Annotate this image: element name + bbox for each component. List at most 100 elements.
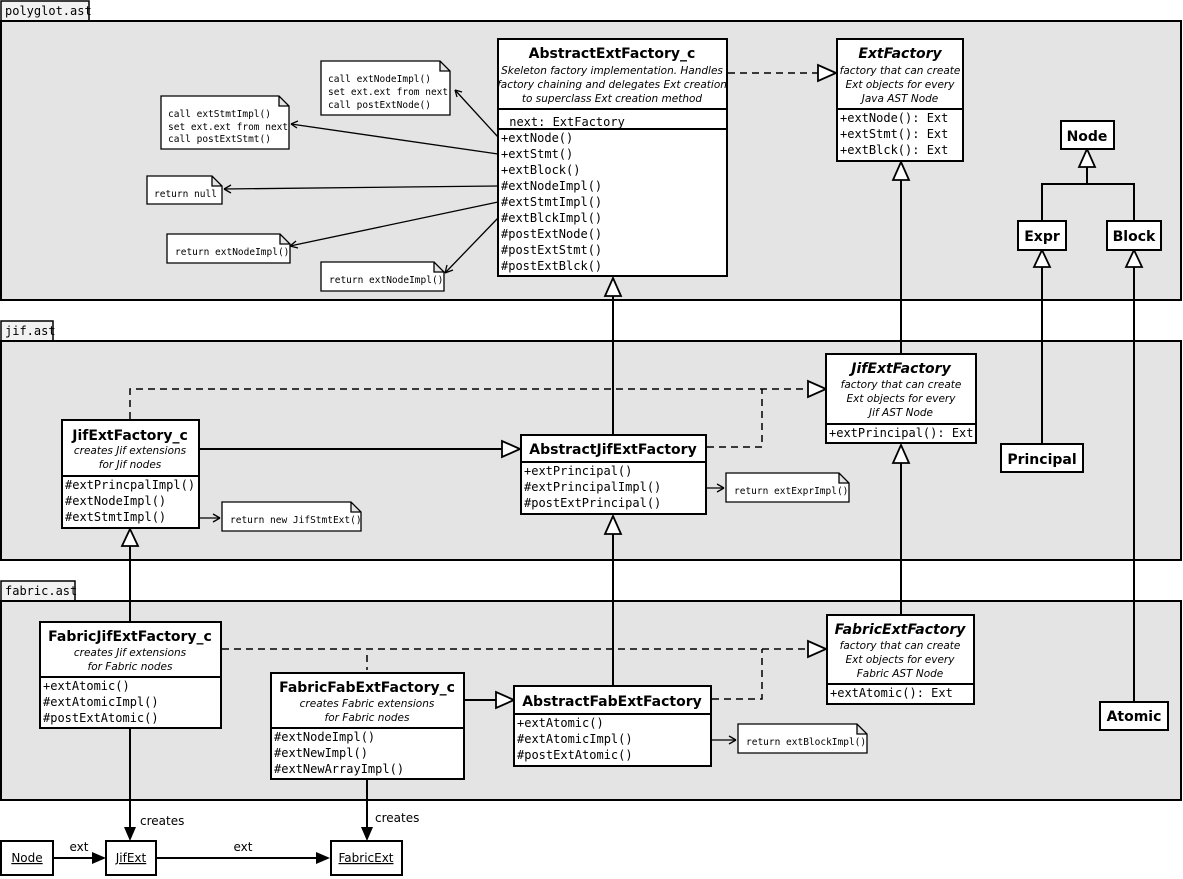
interface-method: +extPrincipal(): Ext (829, 426, 974, 440)
note-connector (223, 185, 499, 190)
note-line: return extExprImpl() (734, 486, 848, 497)
class-method: #extNewArrayImpl() (274, 762, 404, 776)
class-jif-ext-factory-c: JifExtFactory_c creates Jif extensions f… (61, 419, 200, 529)
class-abstract-jif-ext-factory: AbstractJifExtFactory +extPrincipal() #e… (520, 434, 707, 515)
interface-description-line: Jif AST Node (867, 407, 933, 419)
package-label: jif.ast (5, 324, 56, 338)
class-fabric-fab-ext-factory-c: FabricFabExtFactory_c creates Fabric ext… (270, 672, 465, 780)
note-connector (289, 201, 499, 247)
interface-ext-factory: ExtFactory factory that can create Ext o… (836, 38, 964, 162)
class-method: #extAtomicImpl() (517, 732, 633, 746)
note-line: return extNodeImpl() (329, 275, 443, 286)
class-method: #postExtBlck() (501, 259, 602, 273)
interface-jif-ext-factory: JifExtFactory factory that can create Ex… (825, 353, 977, 444)
class-block: Block (1106, 220, 1162, 251)
ext-arrowhead (316, 852, 330, 864)
note-ext-stmt: call extStmtImpl() set ext.ext from next… (160, 95, 290, 150)
class-method: #extStmtImpl() (65, 510, 166, 524)
class-method: #extStmtImpl() (501, 195, 602, 209)
note-line: set ext.ext from next (328, 87, 448, 98)
note-return-new-jif-stmt-ext: return new JifStmtExt() (221, 501, 362, 532)
class-description-line: for Fabric nodes (88, 661, 173, 673)
note-connector (290, 123, 499, 155)
class-expr: Expr (1017, 220, 1067, 251)
inheritance-arrowhead (1124, 247, 1144, 268)
realization-arrowhead (807, 639, 829, 659)
note-return-ext-expr-impl: return extExprImpl() (725, 472, 850, 503)
instance-name: JifExt (115, 851, 147, 865)
class-method: #extPrincpalImpl() (65, 478, 195, 492)
inheritance-arrowhead (495, 690, 517, 710)
class-principal: Principal (1000, 443, 1084, 473)
note-return-ext-block-impl: return extBlockImpl() (737, 723, 868, 754)
class-method: +extBlock() (501, 163, 580, 177)
inheritance-arrowhead (891, 159, 911, 181)
package-label: polyglot.ast (5, 4, 92, 18)
creates-label: creates (375, 811, 419, 825)
class-method: #extBlckImpl() (501, 211, 602, 225)
note-connector (454, 89, 499, 138)
class-description-line: to superclass Ext creation method (522, 93, 702, 105)
note-line: call extNodeImpl() (328, 74, 431, 85)
class-name: Expr (1024, 229, 1060, 245)
class-field: _next: ExtFactory (502, 115, 625, 129)
ext-arrowhead (92, 852, 106, 864)
note-line: return new JifStmtExt() (230, 515, 362, 526)
interface-name: JifExtFactory (848, 361, 951, 377)
note-line: return extBlockImpl() (746, 737, 866, 748)
interface-method: +extAtomic(): Ext (830, 686, 953, 700)
inheritance-arrowhead (501, 439, 523, 459)
class-description-line: factory chaining and delegates Ext creat… (497, 79, 727, 91)
ext-label: ext (70, 840, 89, 854)
class-description-line: for Jif nodes (99, 459, 162, 471)
class-atomic: Atomic (1099, 701, 1169, 731)
realization-arrowhead (807, 379, 829, 399)
note-return-ext-node-impl-2: return extNodeImpl() (320, 261, 445, 292)
inheritance-arrowhead (891, 442, 911, 464)
class-method: #postExtPrincipal() (524, 496, 661, 510)
interface-name: FabricExtFactory (835, 622, 967, 638)
interface-description-line: Ext objects for every (846, 654, 956, 666)
class-fabric-jif-ext-factory-c: FabricJifExtFactory_c creates Jif extens… (39, 621, 222, 729)
note-line: call postExtStmt() (168, 134, 271, 145)
class-name: JifExtFactory_c (71, 428, 188, 444)
class-method: #extPrincipalImpl() (524, 480, 661, 494)
note-line: set ext.ext from next (168, 122, 288, 133)
creates-label: creates (140, 814, 184, 828)
class-method: #extNodeImpl() (65, 494, 166, 508)
creates-arrowhead (124, 827, 136, 841)
realization-edge (129, 388, 808, 419)
inheritance-arrowhead (1032, 247, 1052, 268)
instance-jif-ext: JifExt (105, 840, 157, 876)
note-line: call postExtNode() (328, 100, 431, 111)
interface-method: +extBlck(): Ext (840, 143, 948, 157)
class-description-line: creates Jif extensions (74, 647, 187, 659)
class-method: +extNode() (501, 131, 573, 145)
class-name: Block (1113, 229, 1156, 245)
class-method: #postExtNode() (501, 227, 602, 241)
interface-description-line: factory that can create (841, 379, 962, 391)
class-description-line: creates Jif extensions (74, 445, 187, 457)
realization-edge (707, 389, 763, 448)
class-method: #postExtAtomic() (43, 711, 159, 725)
class-name: FabricJifExtFactory_c (48, 629, 212, 645)
class-name: AbstractExtFactory_c (529, 46, 696, 62)
instance-name: FabricExt (338, 851, 393, 865)
note-line: call extStmtImpl() (168, 109, 271, 120)
class-description-line: creates Fabric extensions (300, 698, 435, 710)
class-method: +extAtomic() (517, 716, 604, 730)
interface-name: ExtFactory (858, 46, 942, 62)
inheritance-arrowhead (603, 513, 623, 535)
instance-name: Node (11, 851, 42, 865)
class-name: FabricFabExtFactory_c (279, 680, 455, 696)
class-method: +extStmt() (501, 147, 573, 161)
class-method: +extPrincipal() (524, 464, 632, 478)
instance-node: Node (0, 840, 54, 876)
interface-fabric-ext-factory: FabricExtFactory factory that can create… (826, 614, 975, 705)
class-name: Principal (1007, 452, 1076, 468)
note-connector (444, 217, 499, 274)
note-return-ext-node-impl: return extNodeImpl() (166, 233, 291, 264)
interface-description-line: factory that can create (840, 640, 961, 652)
class-method: #extNodeImpl() (501, 179, 602, 193)
